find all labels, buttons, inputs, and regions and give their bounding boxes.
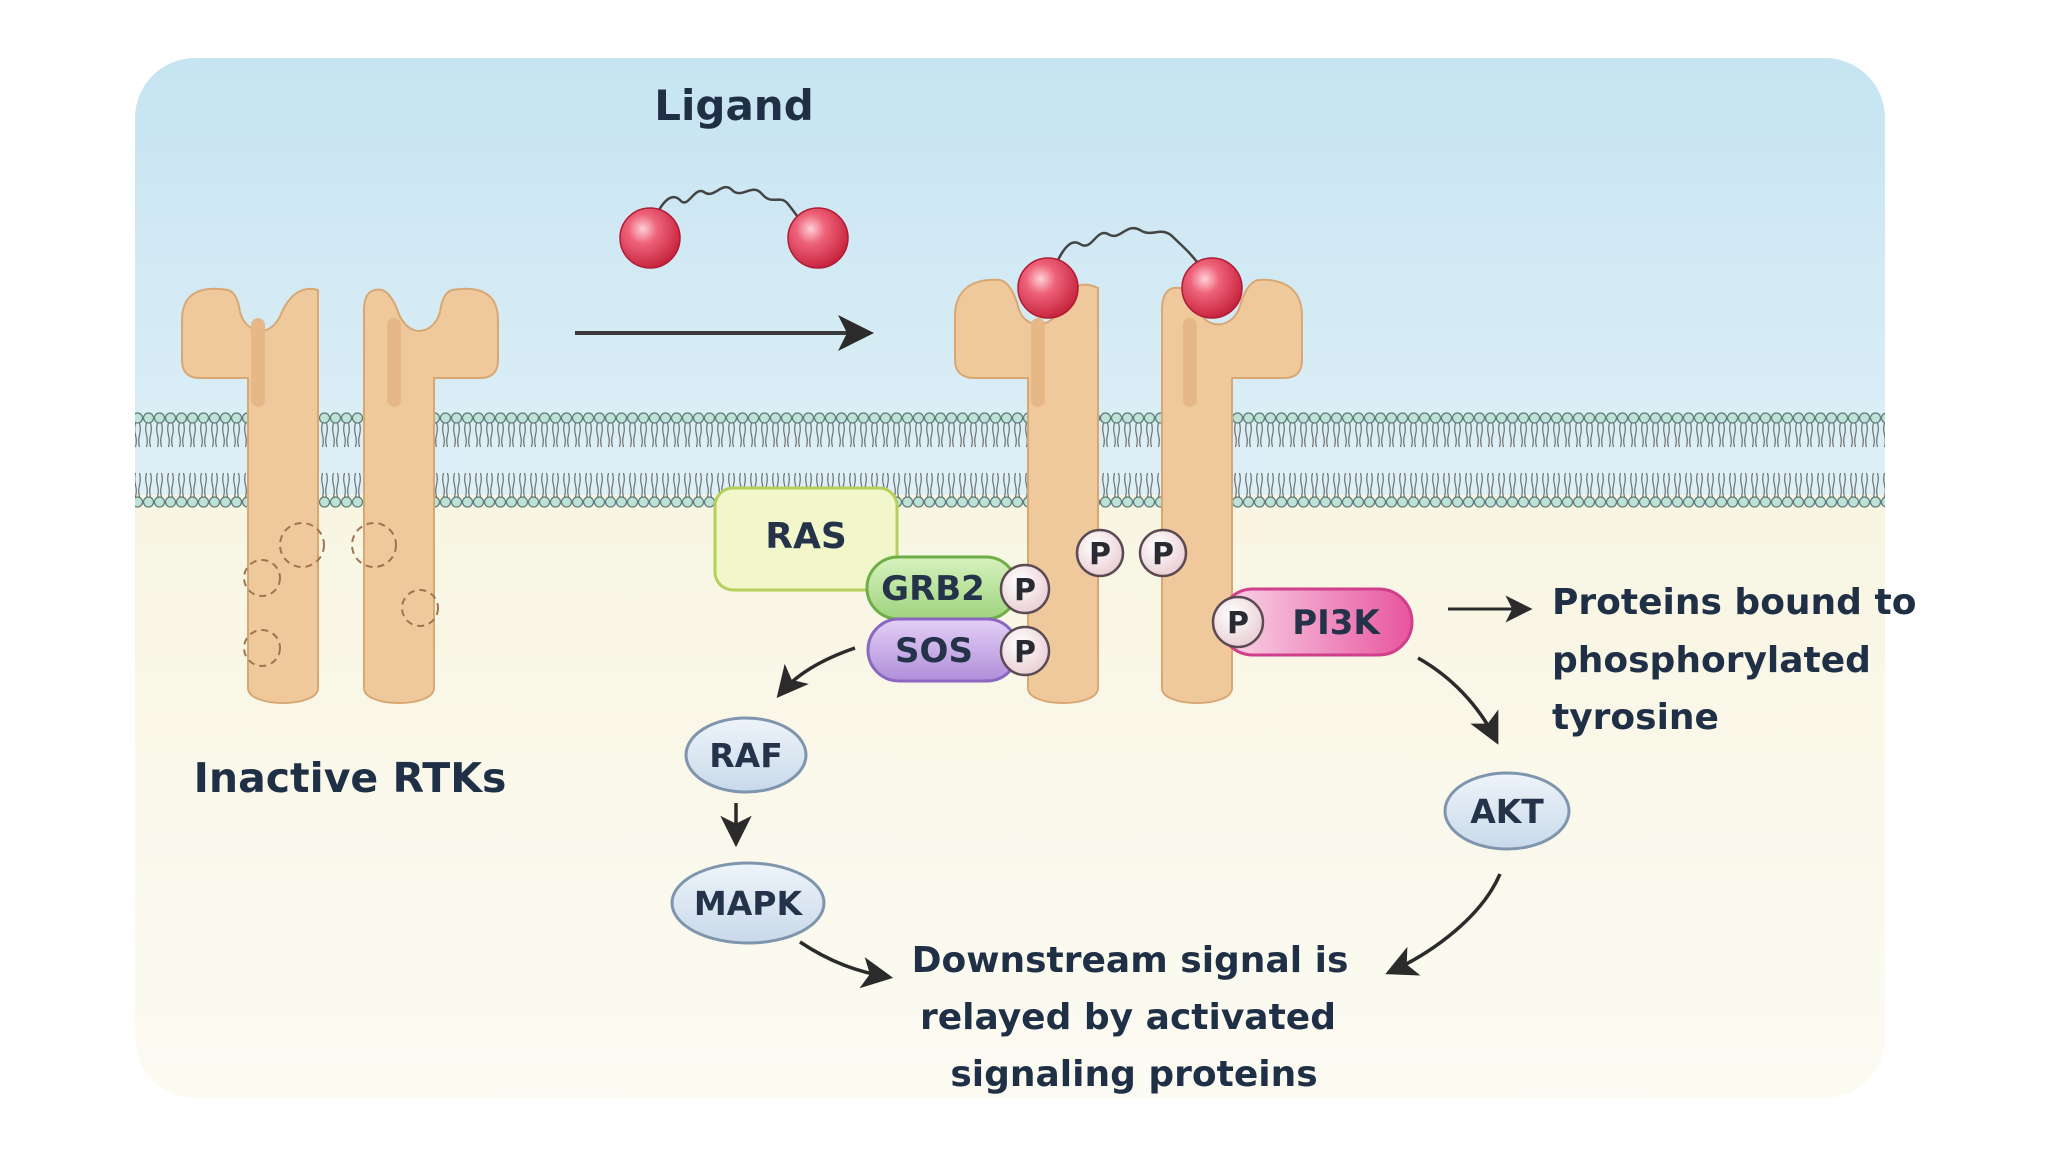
inactive-receptor-left bbox=[181, 287, 325, 704]
proteins-bound-label-line3: tyrosine bbox=[1552, 697, 1719, 738]
phosphate-icon: P bbox=[999, 563, 1051, 615]
mapk-protein: MAPK bbox=[670, 861, 826, 945]
ligand-icon bbox=[619, 185, 849, 269]
akt-protein: AKT bbox=[1443, 771, 1571, 851]
pi3k-protein: PI3K bbox=[1218, 587, 1414, 657]
downstream-label-line3: signaling proteins bbox=[950, 1054, 1317, 1095]
downstream-label-line2: relayed by activated bbox=[920, 997, 1336, 1038]
inactive-receptor-right bbox=[351, 287, 499, 704]
phosphate-icon: P bbox=[1211, 595, 1265, 649]
phosphate-icon: P bbox=[1138, 528, 1188, 578]
arrow-icon bbox=[776, 646, 856, 699]
akt-label: AKT bbox=[1470, 792, 1544, 831]
arrow-icon bbox=[1385, 873, 1502, 976]
inactive-rtks-label: Inactive RTKs bbox=[194, 754, 507, 802]
svg-text:P: P bbox=[1089, 537, 1111, 572]
svg-text:P: P bbox=[1014, 573, 1036, 608]
bound-ligand-icon bbox=[1017, 226, 1243, 319]
sos-label: SOS bbox=[895, 631, 973, 671]
mapk-label: MAPK bbox=[694, 884, 804, 923]
ras-protein: RAS bbox=[713, 486, 899, 592]
downstream-label-line1: Downstream signal is bbox=[912, 940, 1349, 981]
active-receptor-left bbox=[954, 278, 1099, 704]
arrow-icon bbox=[1417, 656, 1499, 745]
arrow-icon bbox=[799, 940, 894, 989]
proteins-bound-label-line1: Proteins bound to bbox=[1552, 582, 1916, 623]
grb2-protein: GRB2 bbox=[865, 555, 1019, 621]
sos-protein: SOS bbox=[866, 617, 1020, 683]
receptor-icon bbox=[954, 278, 1099, 704]
svg-text:P: P bbox=[1014, 635, 1036, 670]
svg-text:P: P bbox=[1152, 537, 1174, 572]
proteins-bound-label-line2: phosphorylated bbox=[1552, 640, 1871, 681]
receptor-icon bbox=[181, 287, 319, 704]
ras-label: RAS bbox=[765, 516, 847, 557]
phosphate-icon: P bbox=[1075, 528, 1125, 578]
active-receptor-right bbox=[1161, 278, 1303, 704]
svg-text:P: P bbox=[1227, 606, 1249, 641]
raf-protein: RAF bbox=[684, 716, 808, 794]
ligand-label: Ligand bbox=[654, 81, 814, 130]
grb2-label: GRB2 bbox=[881, 569, 985, 609]
raf-label: RAF bbox=[709, 736, 783, 775]
pi3k-label: PI3K bbox=[1292, 603, 1381, 643]
phosphate-icon: P bbox=[999, 625, 1051, 677]
